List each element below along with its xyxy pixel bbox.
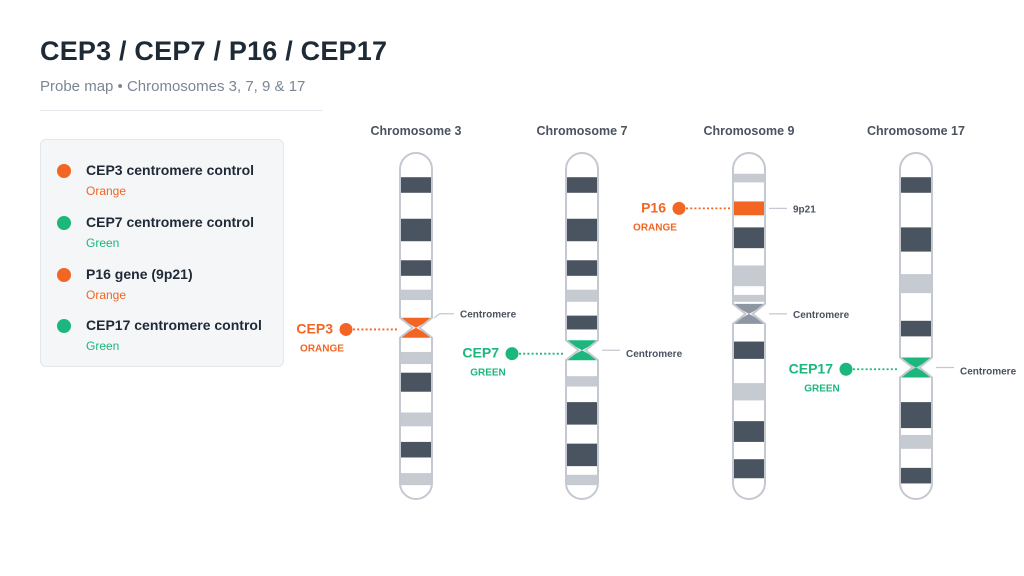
chromosome-title: Chromosome 3 xyxy=(371,124,462,138)
green-dot-icon xyxy=(57,216,71,230)
probe-name: CEP17 xyxy=(789,360,834,376)
chromosome-band xyxy=(566,260,598,276)
green-dot-icon xyxy=(57,319,71,333)
header-divider xyxy=(40,110,322,111)
chromosome-band xyxy=(400,260,432,276)
chromosome-band xyxy=(900,320,932,337)
probe-name: CEP7 xyxy=(462,345,499,361)
centromere-lower xyxy=(400,327,432,338)
centromere-upper xyxy=(566,340,598,351)
chromosome-band xyxy=(733,383,765,401)
probe-dot-icon xyxy=(339,322,353,336)
p16-locus-band xyxy=(733,201,765,216)
chromosome-bands xyxy=(733,173,765,479)
chromosome-band xyxy=(733,421,765,442)
probe-color-label: GREEN xyxy=(470,368,506,379)
legend-color-name: Orange xyxy=(86,184,127,198)
page-title: CEP3 / CEP7 / P16 / CEP17 xyxy=(40,36,388,66)
centromere-label: Centromere xyxy=(960,367,1017,378)
chromosome-band xyxy=(566,443,598,467)
legend-label: CEP17 centromere control xyxy=(86,317,262,333)
chromosome-band xyxy=(733,341,765,359)
centromere-leader-line xyxy=(433,313,454,319)
legend-label: CEP7 centromere control xyxy=(86,214,255,230)
chromosome-band xyxy=(566,402,598,425)
legend-label: P16 gene (9p21) xyxy=(86,266,193,282)
chromosome-outline xyxy=(899,152,933,500)
centromere-upper xyxy=(733,303,765,314)
chromosome-band xyxy=(900,274,932,294)
chromosome-bands xyxy=(400,177,432,486)
centromere-upper xyxy=(400,317,432,328)
chromosome-band xyxy=(400,289,432,301)
chromosome-band xyxy=(566,289,598,302)
centromere-label: Centromere xyxy=(793,310,850,321)
centromere-lower xyxy=(733,313,765,324)
chromosome-band xyxy=(566,376,598,387)
probe-legend: CEP3 centromere control Orange CEP7 cent… xyxy=(40,139,284,367)
chromosome-bands xyxy=(566,177,598,486)
orange-dot-icon xyxy=(57,164,71,178)
centromere-label: Centromere xyxy=(626,349,683,360)
chromosome-band xyxy=(400,473,432,486)
centromere-lower xyxy=(900,367,932,378)
chromosome-band xyxy=(566,474,598,486)
legend-label: CEP3 centromere control xyxy=(86,162,255,178)
chromosome-band xyxy=(566,177,598,193)
chromosome-band xyxy=(900,227,932,252)
chromosome-title: Chromosome 9 xyxy=(704,124,795,138)
probe-name: P16 xyxy=(641,199,666,215)
chromosome-band xyxy=(733,265,765,287)
probe-color-label: ORANGE xyxy=(633,222,677,233)
chromosome-band xyxy=(400,177,432,193)
probe-dot-icon xyxy=(839,362,853,376)
chromosome-band xyxy=(900,402,932,429)
chromosome-band xyxy=(400,412,432,427)
chromosome-band xyxy=(900,177,932,193)
chromosome-band xyxy=(566,218,598,242)
chromosome-band xyxy=(400,372,432,392)
chromosome-band xyxy=(733,173,765,183)
orange-dot-icon xyxy=(57,268,71,282)
probe-color-label: GREEN xyxy=(804,383,840,394)
legend-color-name: Green xyxy=(86,236,120,250)
chromosome-band xyxy=(400,351,432,365)
probe-color-label: ORANGE xyxy=(300,343,344,354)
chromosome-outline xyxy=(399,152,433,500)
chromosome-title: Chromosome 7 xyxy=(537,124,628,138)
chromosome-title: Chromosome 17 xyxy=(867,124,965,138)
chromosome-band xyxy=(900,467,932,484)
chromosome-band xyxy=(733,459,765,479)
chromosome-band xyxy=(733,294,765,302)
chromosome-outline xyxy=(732,152,766,500)
centromere-lower xyxy=(566,350,598,361)
legend-color-name: Green xyxy=(86,339,120,353)
probe-dot-icon xyxy=(505,347,519,361)
chromosome-band xyxy=(900,434,932,449)
probe-dot-icon xyxy=(672,201,686,215)
chromosome-band xyxy=(566,315,598,330)
chromosome-outline xyxy=(565,152,599,500)
page-subtitle: Probe map • Chromosomes 3, 7, 9 & 17 xyxy=(40,78,306,95)
chromosome-band xyxy=(400,441,432,458)
chromosome-band xyxy=(400,218,432,242)
legend-color-name: Orange xyxy=(86,288,127,302)
locus-label: 9p21 xyxy=(793,204,816,215)
chromosome-band xyxy=(733,227,765,249)
centromere-label: Centromere xyxy=(460,310,517,321)
centromere-upper xyxy=(900,357,932,368)
probe-name: CEP3 xyxy=(296,320,333,336)
